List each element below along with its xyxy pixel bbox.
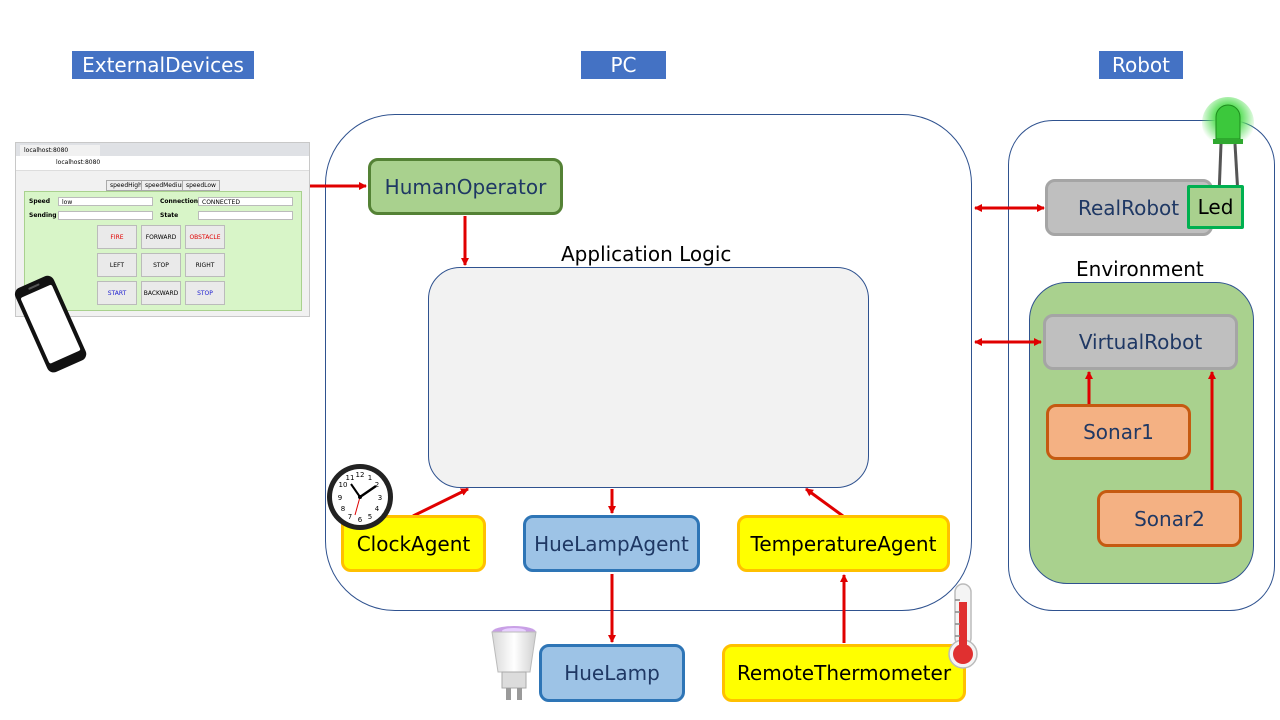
connection-label: Connection — [160, 198, 199, 205]
remote-thermometer-node[interactable]: RemoteThermometer — [722, 644, 966, 702]
connection-field[interactable]: CONNECTED — [198, 197, 293, 206]
thermometer-icon — [948, 583, 978, 669]
right-button[interactable]: RIGHT — [185, 253, 225, 277]
svg-text:10: 10 — [339, 481, 348, 489]
svg-text:6: 6 — [358, 516, 363, 524]
clock-to-logic-arrow — [412, 487, 469, 518]
stop2-button[interactable]: STOP — [185, 281, 225, 305]
hue-lamp-agent-node[interactable]: HueLampAgent — [523, 515, 700, 572]
backward-button[interactable]: BACKWARD — [141, 281, 181, 305]
state-field[interactable] — [198, 211, 293, 220]
speed-field[interactable]: low — [58, 197, 153, 206]
svg-text:5: 5 — [368, 513, 372, 521]
svg-text:11: 11 — [346, 474, 355, 482]
sonar1-node[interactable]: Sonar1 — [1046, 404, 1191, 460]
smartphone-icon — [14, 275, 87, 373]
header-external-devices: ExternalDevices — [72, 51, 254, 79]
speed-low-button[interactable]: speedLow — [182, 180, 220, 191]
temperature-agent-node[interactable]: TemperatureAgent — [737, 515, 950, 572]
application-logic-label: Application Logic — [561, 242, 732, 266]
svg-text:7: 7 — [348, 513, 352, 521]
svg-text:3: 3 — [378, 494, 382, 502]
application-logic-box — [428, 267, 869, 488]
svg-text:9: 9 — [338, 494, 342, 502]
temperature-to-logic-arrow — [805, 487, 844, 518]
start-button[interactable]: START — [97, 281, 137, 305]
virtual-robot-node[interactable]: VirtualRobot — [1043, 314, 1238, 370]
svg-text:12: 12 — [356, 471, 365, 479]
sending-field[interactable] — [58, 211, 153, 220]
control-panel: Speed low Connection CONNECTED Sending S… — [24, 191, 302, 311]
forward-button[interactable]: FORWARD — [141, 225, 181, 249]
header-pc: PC — [581, 51, 666, 79]
browser-tab[interactable]: localhost:8080 — [20, 145, 100, 156]
fire-button[interactable]: FIRE — [97, 225, 137, 249]
svg-text:2: 2 — [375, 481, 379, 489]
stop-button[interactable]: STOP — [141, 253, 181, 277]
header-robot: Robot — [1099, 51, 1183, 79]
left-button[interactable]: LEFT — [97, 253, 137, 277]
obstacle-button[interactable]: OBSTACLE — [185, 225, 225, 249]
hue-lamp-node[interactable]: HueLamp — [539, 644, 685, 702]
pc-region — [325, 114, 972, 611]
speed-label: Speed — [29, 198, 51, 205]
sending-label: Sending — [29, 212, 57, 219]
led-node[interactable]: Led — [1187, 185, 1244, 229]
state-label: State — [160, 212, 179, 219]
browser-address-bar[interactable]: localhost:8080 — [16, 156, 309, 171]
hue-bulb-icon — [491, 626, 537, 700]
real-robot-node[interactable]: RealRobot — [1045, 179, 1213, 236]
sonar2-node[interactable]: Sonar2 — [1097, 490, 1242, 547]
svg-text:8: 8 — [341, 505, 345, 513]
browser-window: localhost:8080 localhost:8080 speedHigh … — [15, 142, 310, 317]
robot-region — [1008, 120, 1275, 611]
environment-label: Environment — [1076, 257, 1204, 281]
svg-text:4: 4 — [375, 505, 380, 513]
human-operator-node[interactable]: HumanOperator — [368, 158, 563, 215]
browser-tabbar: localhost:8080 — [16, 143, 309, 156]
svg-text:1: 1 — [368, 474, 372, 482]
